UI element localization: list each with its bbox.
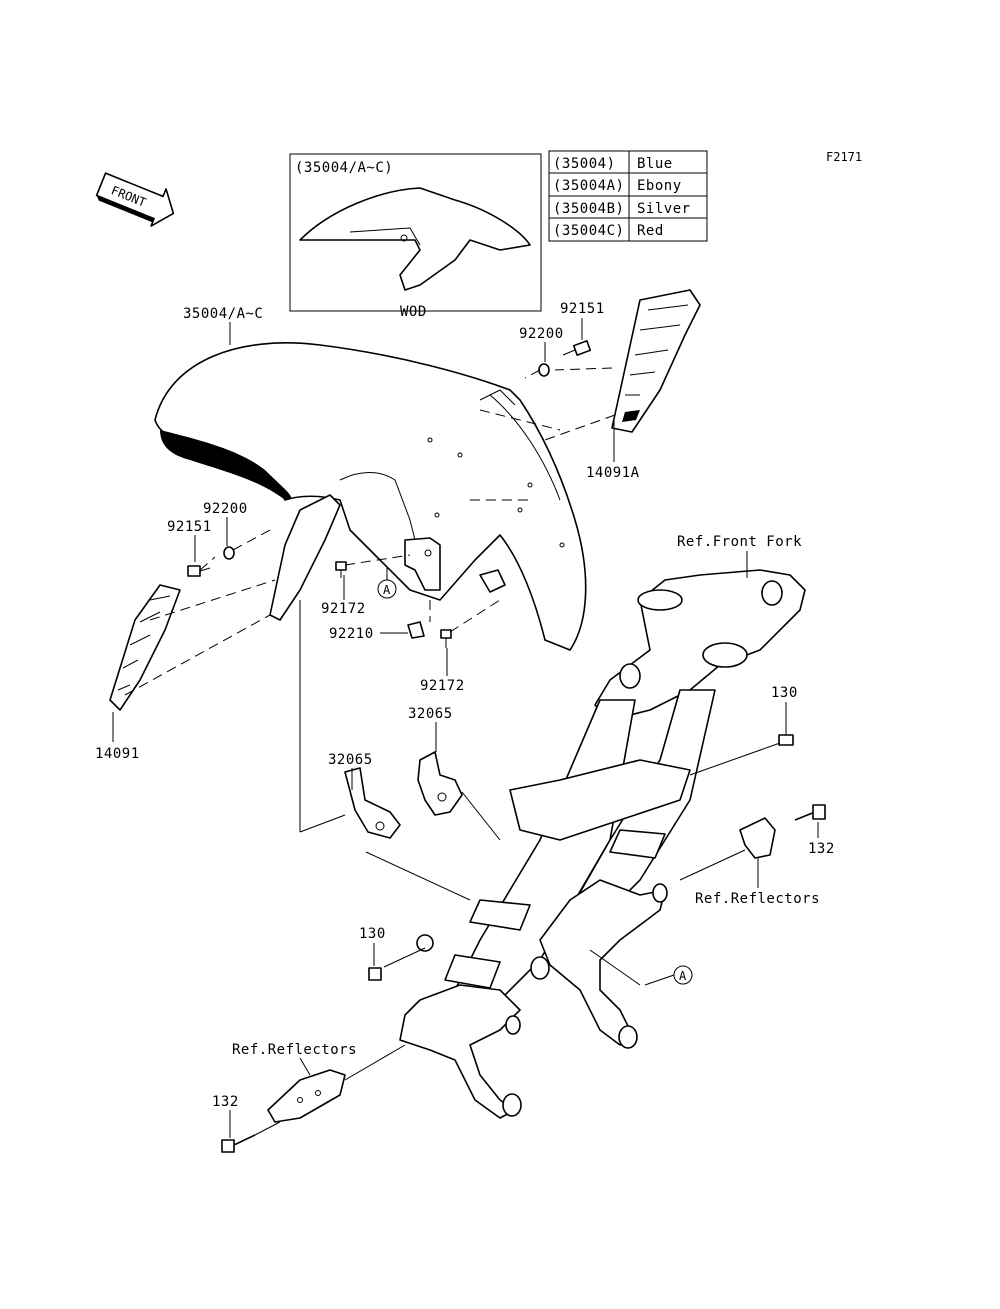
marker-a-upper-circle — [377, 579, 397, 599]
fork-boot-left — [469, 899, 531, 931]
callout-fender: 35004/A~C — [183, 306, 263, 322]
inset-caption: WOD — [400, 304, 427, 320]
callout-cover-left: 14091 — [95, 746, 140, 762]
inset-box: (35004/A~C) WOD — [289, 153, 542, 320]
inset-frame — [289, 153, 542, 312]
bracket-32065-lower — [344, 767, 401, 839]
callout-ref-reflectors-left: Ref.Reflectors — [232, 1042, 357, 1058]
marker-a-lower: A — [679, 969, 687, 983]
bolt-130-right — [778, 734, 794, 746]
front-fender — [154, 342, 587, 651]
washer-92200-right — [538, 363, 550, 377]
color-table-part: (35004A) — [553, 178, 624, 194]
inset-title: (35004/A~C) — [295, 160, 393, 176]
bolt-92172-upper — [335, 561, 347, 578]
axle-bracket-left — [399, 984, 521, 1119]
fender-tab — [479, 389, 516, 406]
fork-boot-right — [609, 829, 666, 859]
color-table-color: Blue — [637, 156, 673, 172]
front-direction-arrow: FRONT — [95, 172, 175, 227]
callout-bolt-lower: 92172 — [420, 678, 465, 694]
side-cover-right — [611, 289, 701, 433]
bolt-130-left — [368, 967, 382, 981]
figure-code: F2171 — [826, 150, 862, 164]
color-table-part: (35004) — [553, 156, 616, 172]
callout-bolt-upper: 92172 — [321, 601, 366, 617]
lower-triple-clamp — [509, 759, 691, 841]
side-cover-right-slots — [625, 304, 689, 396]
callout-bolt-130-left: 130 — [359, 926, 386, 942]
fender-side-panel — [269, 494, 341, 621]
fender-mount-bracket — [404, 537, 441, 591]
arrow-shadow — [96, 195, 155, 223]
bolt-92172-lower — [440, 629, 452, 648]
callout-bolt-130-right: 130 — [771, 685, 798, 701]
inset-fender-outline — [299, 187, 531, 291]
color-table-color: Silver — [637, 201, 691, 217]
side-cover-left-shape — [109, 584, 181, 711]
callout-bracket-lower: 32065 — [328, 752, 373, 768]
bolt-132-right — [794, 804, 826, 821]
side-cover-left-slots — [117, 595, 171, 691]
callout-bolt-132-left: 132 — [212, 1094, 239, 1110]
fender-shadow — [160, 430, 292, 500]
bracket-32065-upper — [417, 751, 463, 816]
clip-nut-92210 — [407, 621, 425, 639]
fender-rib — [489, 394, 561, 501]
front-fork-assembly — [399, 569, 806, 1119]
callout-ref-reflectors-right: Ref.Reflectors — [695, 891, 820, 907]
callout-washer-left: 92200 — [203, 501, 248, 517]
inset-fender-hole — [400, 234, 408, 242]
arrow-shape — [95, 172, 175, 227]
marker-a-lower-circle — [673, 965, 693, 985]
color-table-color: Red — [637, 223, 664, 239]
color-table-part: (35004C) — [553, 223, 624, 239]
fender-body — [154, 342, 587, 651]
inset-fender-crease — [349, 227, 421, 246]
callout-bolt-132-right: 132 — [808, 841, 835, 857]
side-cover-right-shape — [611, 289, 701, 433]
callout-bracket-upper: 32065 — [408, 706, 453, 722]
marker-a-upper: A — [383, 583, 391, 597]
color-table-part: (35004B) — [553, 201, 624, 217]
callout-screw-left: 92151 — [167, 519, 212, 535]
reflector-bracket-right — [739, 817, 776, 859]
bolt-132-left — [221, 1134, 256, 1153]
color-table: (35004) Blue (35004A) Ebony (35004B) Sil… — [548, 150, 708, 242]
callout-cover-right: 14091A — [586, 465, 640, 481]
side-cover-left — [109, 584, 181, 711]
callout-screw-right: 92151 — [560, 301, 605, 317]
color-table-color: Ebony — [637, 178, 682, 194]
callout-ref-front-fork: Ref.Front Fork — [677, 534, 802, 550]
screw-92151-left — [187, 565, 211, 577]
fender-inner-edge — [339, 472, 421, 561]
fender-rear-tab — [479, 569, 506, 593]
callout-nut-clip: 92210 — [329, 626, 374, 642]
screw-92151-right — [562, 340, 592, 356]
washer-92200-left — [223, 546, 235, 560]
leader-lines — [112, 318, 819, 1138]
reflector-bracket-left — [267, 1069, 346, 1123]
callout-washer-right: 92200 — [519, 326, 564, 342]
